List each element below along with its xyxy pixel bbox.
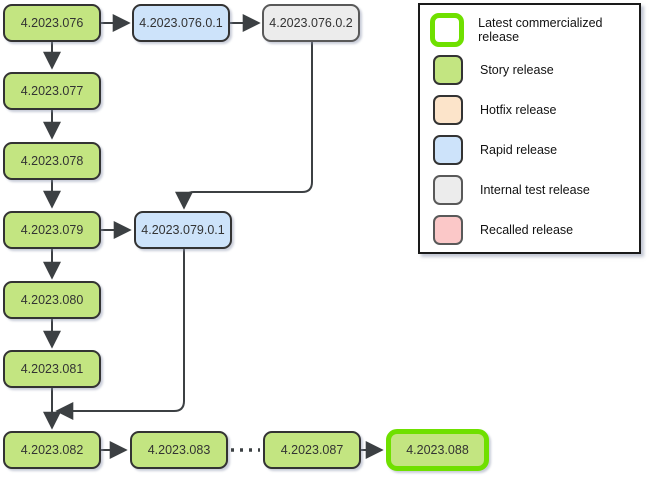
legend-swatch-box [428,55,468,85]
node-4-2023-080: 4.2023.080 [3,281,101,319]
edges [43,14,384,459]
legend-label-rapid: Rapid release [480,143,558,157]
node-4-2023-076-0-2: 4.2023.076.0.2 [262,4,360,42]
legend-swatch-box [428,175,468,205]
legend-swatch-internal [433,175,463,205]
node-4-2023-082: 4.2023.082 [3,431,101,469]
node-4-2023-079: 4.2023.079 [3,211,101,249]
node-label: 4.2023.088 [406,443,469,457]
legend-row-latest: Latest commercialized release [420,10,639,50]
legend-label-story: Story release [480,63,554,77]
node-label: 4.2023.079.0.1 [141,223,225,237]
legend-swatch-latest [430,13,465,47]
legend-swatch-box [428,135,468,165]
edge-079-0-1-to-082 [55,249,185,420]
legend-swatch-recalled [433,215,463,245]
legend-swatch-story [433,55,463,85]
edge-076-0-2-to-079-0-1 [175,42,313,210]
node-4-2023-079-0-1: 4.2023.079.0.1 [134,211,232,249]
legend-row-internal: Internal test release [420,170,639,210]
node-label: 4.2023.082 [20,443,84,457]
legend-row-hotfix: Hotfix release [420,90,639,130]
legend-label-hotfix: Hotfix release [480,103,557,117]
node-label: 4.2023.078 [20,154,84,168]
node-4-2023-077: 4.2023.077 [3,72,101,110]
node-4-2023-083: 4.2023.083 [130,431,228,469]
node-label: 4.2023.087 [280,443,344,457]
legend-row-rapid: Rapid release [420,130,639,170]
legend-swatch-box [428,215,468,245]
node-label: 4.2023.077 [20,84,84,98]
node-label: 4.2023.076.0.1 [139,16,223,30]
legend-row-story: Story release [420,50,639,90]
legend-row-recalled: Recalled release [420,210,639,250]
node-label: 4.2023.079 [20,223,84,237]
node-4-2023-076: 4.2023.076 [3,4,101,42]
legend-swatch-box [428,95,468,125]
legend-label-recalled: Recalled release [480,223,574,237]
node-4-2023-081: 4.2023.081 [3,350,101,388]
legend-panel: Latest commercialized release Story rele… [418,3,641,254]
node-label: 4.2023.083 [147,443,211,457]
node-4-2023-087: 4.2023.087 [263,431,361,469]
node-label: 4.2023.080 [20,293,84,307]
node-4-2023-088-latest: 4.2023.088 [386,429,489,471]
legend-swatch-hotfix [433,95,463,125]
legend-label-internal: Internal test release [480,183,590,197]
node-label: 4.2023.076 [20,16,84,30]
node-label: 4.2023.081 [20,362,84,376]
legend-swatch-rapid [433,135,463,165]
node-4-2023-076-0-1: 4.2023.076.0.1 [132,4,230,42]
legend-swatch-box [428,13,466,47]
legend-label-latest: Latest commercialized release [478,16,603,44]
node-label: 4.2023.076.0.2 [269,16,353,30]
node-4-2023-078: 4.2023.078 [3,142,101,180]
